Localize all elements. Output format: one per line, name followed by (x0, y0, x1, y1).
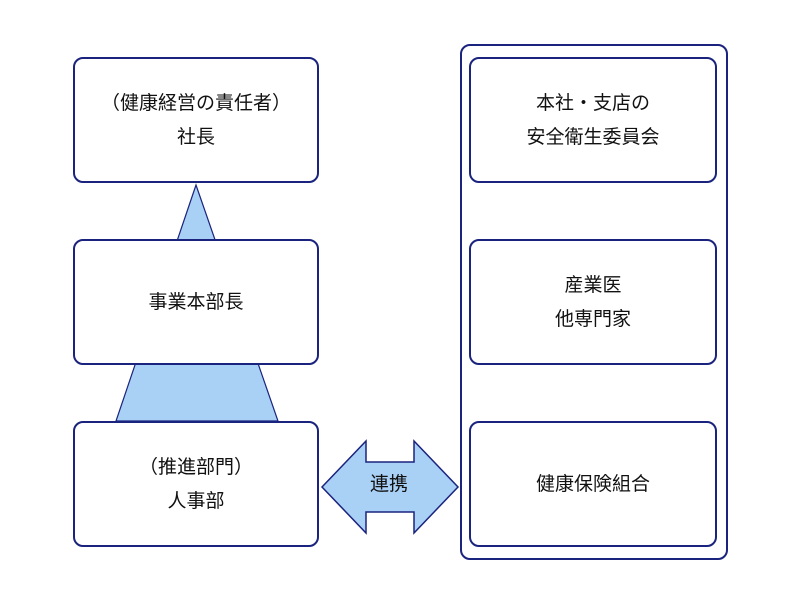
industrial-doctor-line2: 他専門家 (554, 308, 631, 330)
industrial-doctor-line1: 産業医 (564, 274, 622, 296)
division-head-box: 事業本部長 (73, 239, 319, 365)
safety-committee-box: 本社・支店の 安全衛生委員会 (469, 57, 717, 183)
health-insurance-title: 健康保険組合 (535, 473, 650, 495)
ceo-role-label: （健康経営の責任者） (100, 92, 291, 114)
safety-committee-line1: 本社・支店の (535, 92, 650, 114)
hr-department-title: 人事部 (167, 490, 225, 512)
safety-committee-line2: 安全衛生委員会 (526, 126, 660, 148)
hr-role-label: （推進部門） (138, 456, 253, 478)
hr-department-box: （推進部門） 人事部 (73, 421, 319, 547)
health-insurance-box: 健康保険組合 (469, 421, 717, 547)
ceo-title: 社長 (176, 126, 215, 148)
collaboration-label: 連携 (369, 473, 408, 495)
ceo-box: （健康経営の責任者） 社長 (73, 57, 319, 183)
industrial-doctor-box: 産業医 他専門家 (469, 239, 717, 365)
double-arrow-icon (320, 439, 460, 535)
division-head-title: 事業本部長 (148, 291, 244, 313)
